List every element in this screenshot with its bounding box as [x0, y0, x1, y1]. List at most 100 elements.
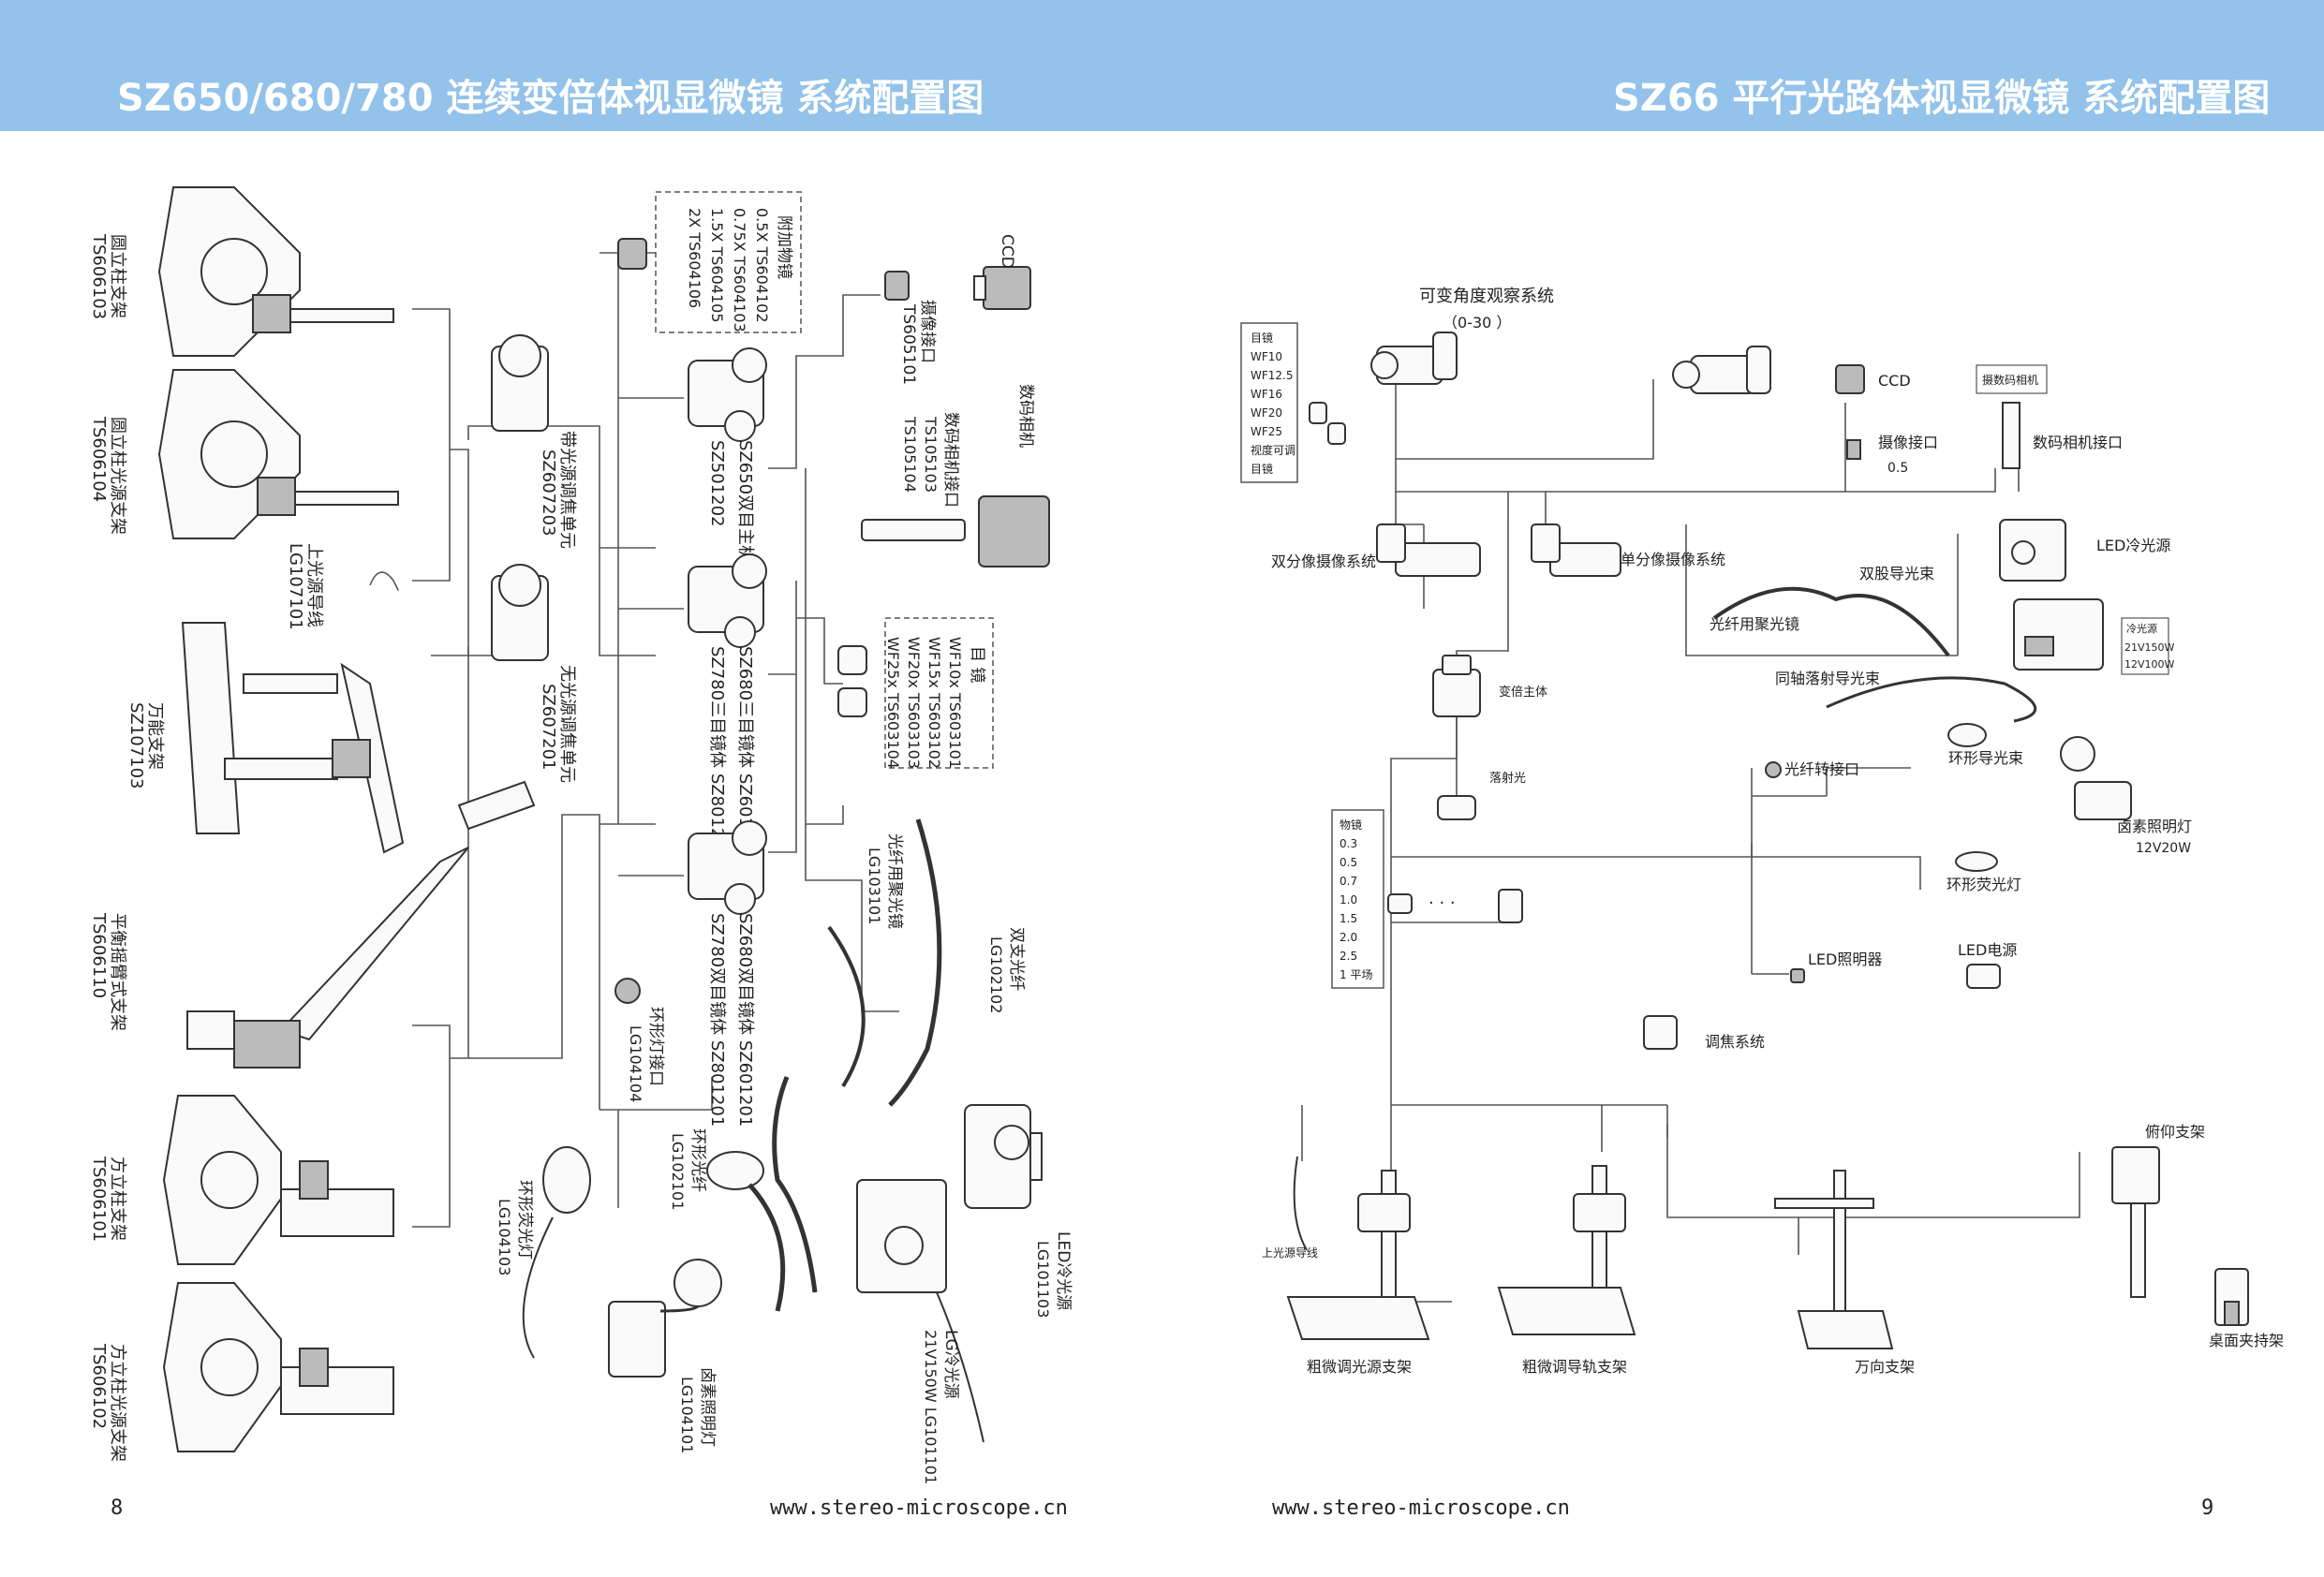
coaxial-fiber-label: 同轴落射导光束 — [1775, 670, 1880, 687]
right-configuration-diagram: 可变角度观察系统 （0-30 ） 目镜 WF10 WF12.5 WF16 WF2… — [1240, 287, 2284, 1376]
right-eyepiece-item-7: 视度可调 — [1251, 443, 1295, 457]
digital-camera — [861, 495, 1050, 567]
objective-box — [1331, 809, 1384, 989]
right-double-fiber-label: 双股导光束 — [1859, 565, 1934, 582]
eyepiece-title: 目 镜 — [968, 646, 986, 683]
coarse-fine-light-stand — [1286, 1156, 1430, 1340]
right-ring-fluorescent-label: 环形荧光灯 — [1947, 876, 2021, 893]
ring-light-adapter-code: LG104104 — [627, 1025, 644, 1102]
configuration-diagram: 圆立柱支架 TS606103 圆立柱光源支架 TS606104 上光源导线 LG… — [89, 186, 2284, 1484]
right-footer-url[interactable]: www.stereo-microscope.cn — [1272, 1496, 1570, 1520]
ring-light-adapter-icon — [614, 978, 641, 1004]
right-cold-light-label: 冷光源 — [2126, 622, 2157, 635]
left-footer-url[interactable]: www.stereo-microscope.cn — [770, 1496, 1068, 1520]
double-fiber-code: LG102102 — [987, 936, 1005, 1013]
head-label-3: SZ680双目镜体 SZ601201 — [735, 913, 755, 1127]
right-connector-lines — [1301, 379, 2080, 1303]
right-eyepiece-item-2: WF10 — [1251, 350, 1282, 363]
ring-fiber — [706, 1076, 818, 1312]
head-code-2: SZ780三目镜体 SZ801202 — [707, 646, 727, 860]
lg-cold-light-code: 21V150W LG101101 — [922, 1330, 940, 1484]
head-sz680-binocular — [688, 820, 767, 915]
stand-label-2: 圆立柱光源支架 — [108, 417, 127, 535]
led-cold-light-code: LG101103 — [1034, 1241, 1052, 1318]
focus-unit-code-2: SZ607201 — [539, 684, 558, 770]
right-eyepiece-icons — [1309, 402, 1346, 445]
ring-fiber-bundle-icon — [1947, 723, 1987, 747]
focus-unit-label-1: 带光源调焦单元 — [557, 431, 577, 549]
stand-code-4: TS606110 — [89, 912, 109, 998]
round-pillar-light-stand — [157, 369, 399, 539]
objective-item-2: 0.5 — [1340, 856, 1357, 869]
focus-unit-label-2: 无光源调焦单元 — [557, 665, 577, 783]
right-digital-camera-adapter-label: 数码相机接口 — [2033, 434, 2123, 451]
stand-code-5: TS606101 — [89, 1156, 109, 1242]
focus-unit-code-1: SZ607203 — [539, 450, 558, 536]
camera-adapter-label: 摄像接口 — [918, 300, 937, 363]
fiber-adapter-icon — [1765, 761, 1782, 778]
aux-lens-item-1: 0.5X TS604102 — [753, 208, 771, 323]
digital-camera-box — [1976, 364, 2048, 394]
eyepiece-item-3: WF20x TS603103 — [905, 637, 923, 769]
ring-light-adapter-label: 环形灯接口 — [646, 1007, 665, 1086]
epi-light-icon — [1437, 795, 1476, 820]
square-pillar-light-stand — [162, 1282, 394, 1452]
dual-split-system — [1376, 523, 1481, 577]
ring-fluorescent-icon — [1955, 851, 1998, 872]
objective-icons — [1387, 889, 1523, 923]
stand-label-universal: 万向支架 — [1855, 1358, 1915, 1376]
ring-fiber-label: 环形光纤 — [688, 1128, 707, 1192]
stand-label-desk-clamp: 桌面夹持架 — [2209, 1332, 2284, 1349]
top-light-cable-code: LG107101 — [286, 543, 305, 630]
focus-unit-without-light — [491, 564, 549, 661]
right-page-title: SZ66 平行光路体视显微镜 系统配置图 — [1613, 77, 2271, 120]
double-fiber-line — [827, 925, 866, 1088]
variable-angle-head-2 — [1672, 346, 1771, 394]
led-power-label: LED电源 — [1958, 941, 2017, 959]
angle-system-range: （0-30 ） — [1443, 314, 1511, 332]
aux-lens-box — [655, 191, 802, 333]
epi-light-label: 落射光 — [1489, 771, 1526, 786]
objective-dots: · · · — [1428, 893, 1456, 913]
aux-lens-item-3: 1.5X TS604105 — [708, 208, 726, 323]
variable-angle-head-1 — [1370, 332, 1458, 385]
objective-item-1: 0.3 — [1340, 837, 1357, 850]
right-ccd-icon — [1835, 364, 1865, 394]
objective-item-6: 2.0 — [1340, 931, 1357, 944]
led-cold-light-label: LED冷光源 — [1054, 1231, 1073, 1310]
eyepiece-item-1: WF10x TS603101 — [946, 637, 964, 769]
ring-fluorescent-label: 环形荧光灯 — [515, 1180, 534, 1260]
eyepiece-box — [884, 617, 994, 769]
tilt-stand — [2111, 1146, 2160, 1298]
balance-arm-stand — [186, 780, 536, 1069]
objective-title: 物镜 — [1340, 818, 1362, 832]
right-page-number: 9 — [2201, 1496, 2214, 1520]
ccd-label: CCD — [998, 234, 1016, 269]
right-halogen-label: 卤素照明灯 — [2117, 818, 2192, 835]
fiber-condenser-label: 光纤用聚光镜 — [885, 833, 904, 929]
right-eyepiece-box — [1240, 322, 1298, 483]
stand-code-6: TS606102 — [89, 1343, 109, 1429]
aux-lens-item-2: 0.75X TS604103 — [731, 208, 748, 332]
head-label-1: SZ650双目主机 — [735, 440, 755, 562]
digital-adapter-code-1: TS105103 — [922, 416, 940, 493]
universal-stand-right — [1774, 1170, 1894, 1349]
header-bar: SZ650/680/780 连续变倍体视显微镜 系统配置图 SZ66 平行光路体… — [0, 0, 2324, 131]
camera-adapter-icon — [884, 271, 910, 301]
tilt-stand-label: 俯仰支架 — [2145, 1123, 2205, 1141]
right-camera-adapter-icon — [1846, 439, 1861, 460]
zoom-body-label: 变倍主体 — [1499, 685, 1547, 700]
ccd-camera — [973, 266, 1031, 310]
double-fiber-bundle — [1712, 586, 1950, 657]
objective-item-7: 2.5 — [1340, 950, 1357, 963]
head-code-3: SZ780双目镜体 SZ801201 — [707, 913, 727, 1127]
single-split-label: 单分像摄像系统 — [1621, 551, 1725, 568]
left-page-title: SZ650/680/780 连续变倍体视显微镜 系统配置图 — [117, 77, 984, 120]
ring-fluorescent-lamp — [522, 1146, 591, 1359]
square-pillar-stand — [162, 1095, 394, 1265]
led-cold-light-source — [964, 1104, 1043, 1209]
digital-adapter-code-2: TS105104 — [901, 416, 919, 493]
right-cold-light-spec-1: 21V150W — [2124, 641, 2175, 654]
fiber-adapter-label: 光纤转接口 — [1784, 760, 1859, 778]
